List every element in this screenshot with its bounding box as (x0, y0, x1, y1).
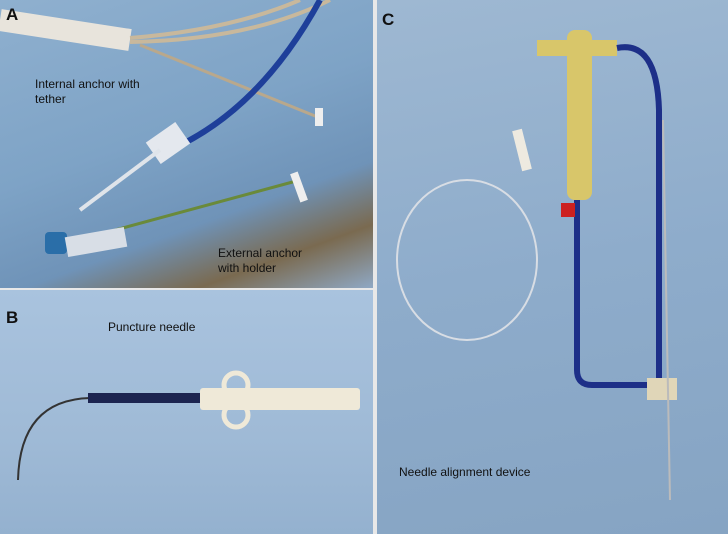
panel-letter: B (6, 308, 19, 327)
caption-internal-anchor: Internal anchor with tether (35, 77, 140, 107)
needle-alignment-device-illustration (396, 30, 677, 501)
panel-c-photo: C Needle alignment device (377, 0, 728, 534)
caption-line: with holder (218, 261, 277, 275)
panel-letter: C (382, 10, 395, 29)
caption-line: tether (35, 92, 66, 106)
anchor-devices-illustration (0, 0, 331, 258)
caption-line: External anchor (218, 246, 303, 260)
panel-letter: A (6, 5, 19, 24)
panel-a-photo: A Internal anchor with tether External a… (0, 0, 373, 288)
caption-puncture-needle: Puncture needle (108, 320, 196, 334)
caption-external-anchor: External anchor with holder (218, 246, 302, 276)
caption-line: Internal anchor with (35, 77, 140, 91)
caption-needle-alignment-device: Needle alignment device (399, 465, 531, 479)
puncture-needle-illustration (17, 370, 360, 481)
panel-b-photo: B Puncture needle (0, 290, 373, 534)
